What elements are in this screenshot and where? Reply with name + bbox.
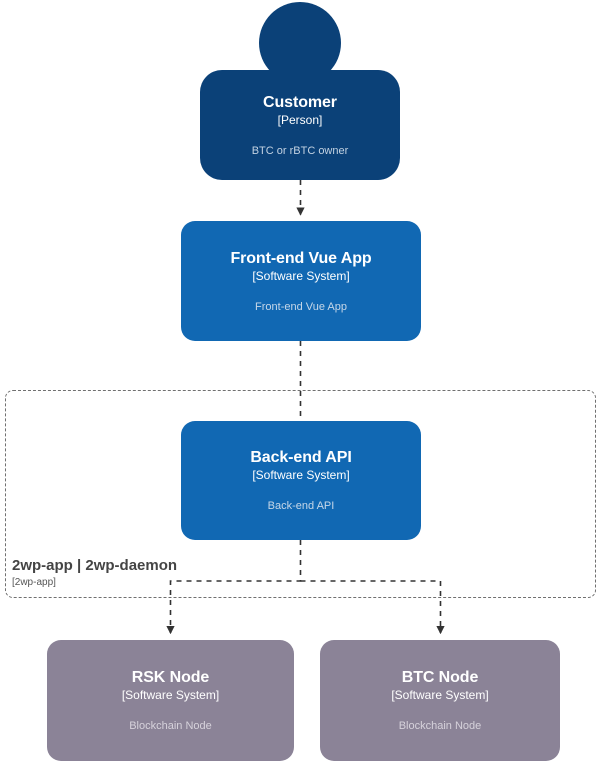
node-frontend-vue-app-meta: [Software System]: [252, 268, 350, 283]
node-btc-node-meta: [Software System]: [391, 688, 489, 702]
node-btc-node-description: Blockchain Node: [398, 720, 482, 732]
node-frontend-vue-app-title: Front-end Vue App: [230, 249, 372, 267]
node-backend-api-description: Back-end API: [267, 500, 335, 512]
system-boundary-label: 2wp-app | 2wp-daemon [2wp-app]: [12, 557, 177, 589]
node-rsk-node[interactable]: RSK Node [Software System] Blockchain No…: [47, 640, 294, 761]
node-customer[interactable]: Customer [Person] BTC or rBTC owner: [200, 70, 400, 180]
boundary-meta: [2wp-app]: [12, 577, 56, 588]
node-backend-api[interactable]: Back-end API [Software System] Back-end …: [181, 421, 421, 540]
node-rsk-node-meta: [Software System]: [121, 688, 220, 702]
node-customer-meta: [Person]: [277, 112, 323, 127]
node-frontend-vue-app-description: Front-end Vue App: [255, 300, 347, 313]
node-btc-node-title: BTC Node: [401, 669, 479, 686]
node-rsk-node-description: Blockchain Node: [129, 720, 212, 732]
node-btc-node[interactable]: BTC Node [Software System] Blockchain No…: [320, 640, 560, 761]
boundary-title: 2wp-app | 2wp-daemon: [12, 557, 178, 574]
node-rsk-node-title: RSK Node: [131, 669, 210, 686]
node-customer-title: Customer: [263, 93, 337, 111]
node-backend-api-meta: [Software System]: [252, 468, 350, 482]
node-frontend-vue-app[interactable]: Front-end Vue App [Software System] Fron…: [181, 221, 421, 341]
node-customer-description: BTC or rBTC owner: [251, 144, 349, 157]
node-backend-api-title: Back-end API: [250, 449, 352, 466]
